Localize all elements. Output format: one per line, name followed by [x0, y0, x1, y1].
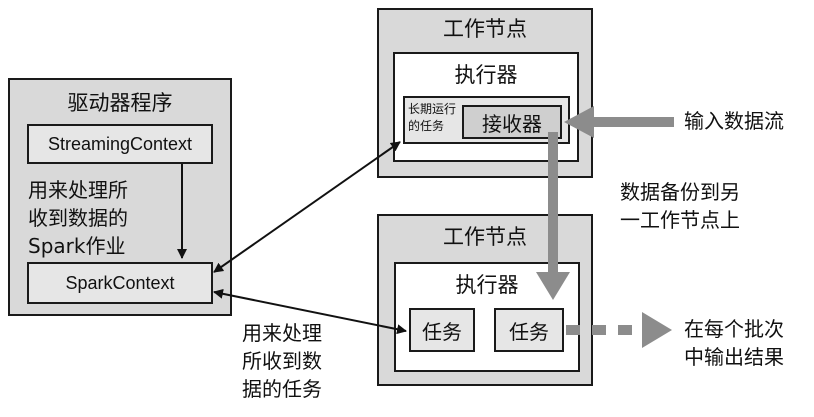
task-box-2: 任务 — [494, 308, 564, 352]
output-label: 在每个批次 中输出结果 — [684, 315, 812, 371]
streaming-context-box: StreamingContext — [27, 124, 213, 164]
executor-bottom-title: 执行器 — [455, 273, 519, 297]
output-arrow-head — [642, 312, 672, 348]
receiver-box: 接收器 — [462, 105, 562, 139]
spark-job-line: 收到数据的 — [28, 206, 128, 230]
spark-job-line: Spark作业 — [28, 234, 126, 258]
sparkcontext-top-worker-arrow — [213, 141, 401, 273]
tasks-line: 用来处理 — [242, 321, 322, 345]
worker-node-bottom-title: 工作节点 — [443, 225, 527, 249]
driver-program-title: 驱动器程序 — [67, 91, 173, 115]
task-box-1: 任务 — [409, 308, 475, 352]
tasks-line: 据的任务 — [242, 377, 322, 401]
long-running-task-line: 的任务 — [408, 119, 445, 133]
replicate-line: 数据备份到另 — [620, 180, 740, 204]
long-running-task-line: 长期运行 — [408, 102, 457, 116]
output-arrow-dash — [618, 325, 632, 335]
spark-job-label: 用来处理所 收到数据的 Spark作业 — [28, 176, 218, 260]
spark-context-box: SparkContext — [27, 262, 213, 304]
input-stream-label: 输入数据流 — [684, 109, 784, 133]
tasks-line: 所收到数 — [242, 349, 322, 373]
long-running-task-label: 长期运行 的任务 — [408, 101, 456, 135]
output-arrow-dash — [592, 325, 606, 335]
spark-job-line: 用来处理所 — [28, 178, 128, 202]
output-line: 中输出结果 — [684, 345, 784, 369]
worker-node-top-title: 工作节点 — [443, 17, 527, 41]
input-stream-arrow-body — [592, 117, 674, 127]
tasks-label: 用来处理 所收到数 据的任务 — [242, 319, 362, 403]
replicate-line: 一工作节点上 — [620, 208, 740, 232]
output-line: 在每个批次 — [684, 317, 784, 341]
executor-top-title: 执行器 — [454, 63, 518, 87]
replicate-label: 数据备份到另 一工作节点上 — [620, 178, 800, 234]
